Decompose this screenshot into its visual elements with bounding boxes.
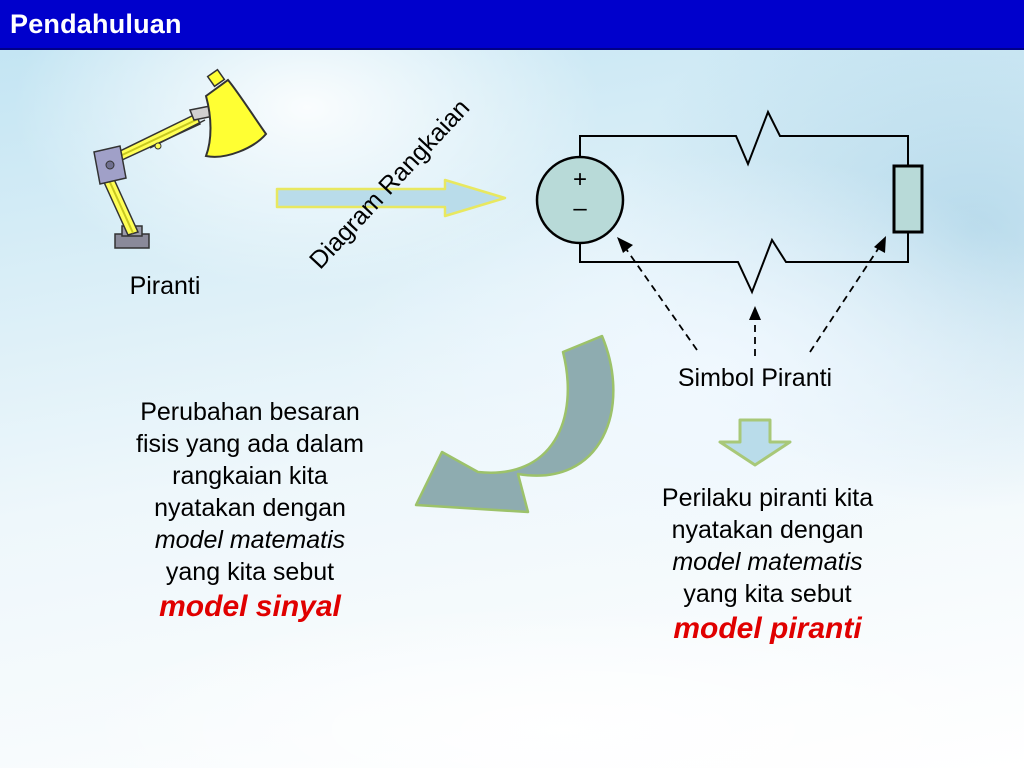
right-arrow-icon	[275, 178, 507, 218]
voltage-source-icon	[535, 155, 625, 245]
voltage-minus-sign: –	[573, 195, 587, 222]
slide-title: Pendahuluan	[10, 9, 182, 39]
device-label: Piranti	[129, 272, 201, 300]
voltage-plus-sign: +	[572, 166, 587, 193]
signal-model-paragraph: Perubahan besaran fisis yang ada dalam r…	[80, 396, 420, 626]
text-line-italic: model matematis	[154, 526, 346, 554]
symbol-pointer-arrows	[623, 245, 881, 356]
desk-lamp-icon	[93, 68, 268, 249]
title-bar: Pendahuluan	[0, 0, 1024, 50]
top-wire	[579, 109, 909, 167]
text-line: Perilaku piranti kita	[661, 484, 874, 512]
text-line: Perubahan besaran	[140, 398, 360, 426]
text-line-italic: model matematis	[672, 548, 863, 576]
circuit-diagram	[579, 109, 909, 295]
device-model-paragraph: Perilaku piranti kita nyatakan dengan mo…	[600, 482, 935, 648]
bottom-wire	[579, 232, 909, 295]
emphasis-device-model: model piranti	[673, 612, 862, 645]
text-line: fisis yang ada dalam	[136, 430, 364, 458]
device-symbol-label: Simbol Piranti	[677, 364, 833, 392]
down-arrow-icon	[718, 418, 792, 467]
curved-arrow-icon	[414, 334, 615, 514]
text-line: yang kita sebut	[683, 580, 852, 608]
text-line: rangkaian kita	[172, 462, 328, 490]
resistor-component-icon	[892, 164, 924, 234]
text-line: nyatakan dengan	[671, 516, 864, 544]
text-line: nyatakan dengan	[154, 494, 346, 522]
pointer-arrowheads	[617, 236, 886, 320]
emphasis-signal-model: model sinyal	[159, 590, 341, 623]
text-line: yang kita sebut	[165, 558, 335, 586]
